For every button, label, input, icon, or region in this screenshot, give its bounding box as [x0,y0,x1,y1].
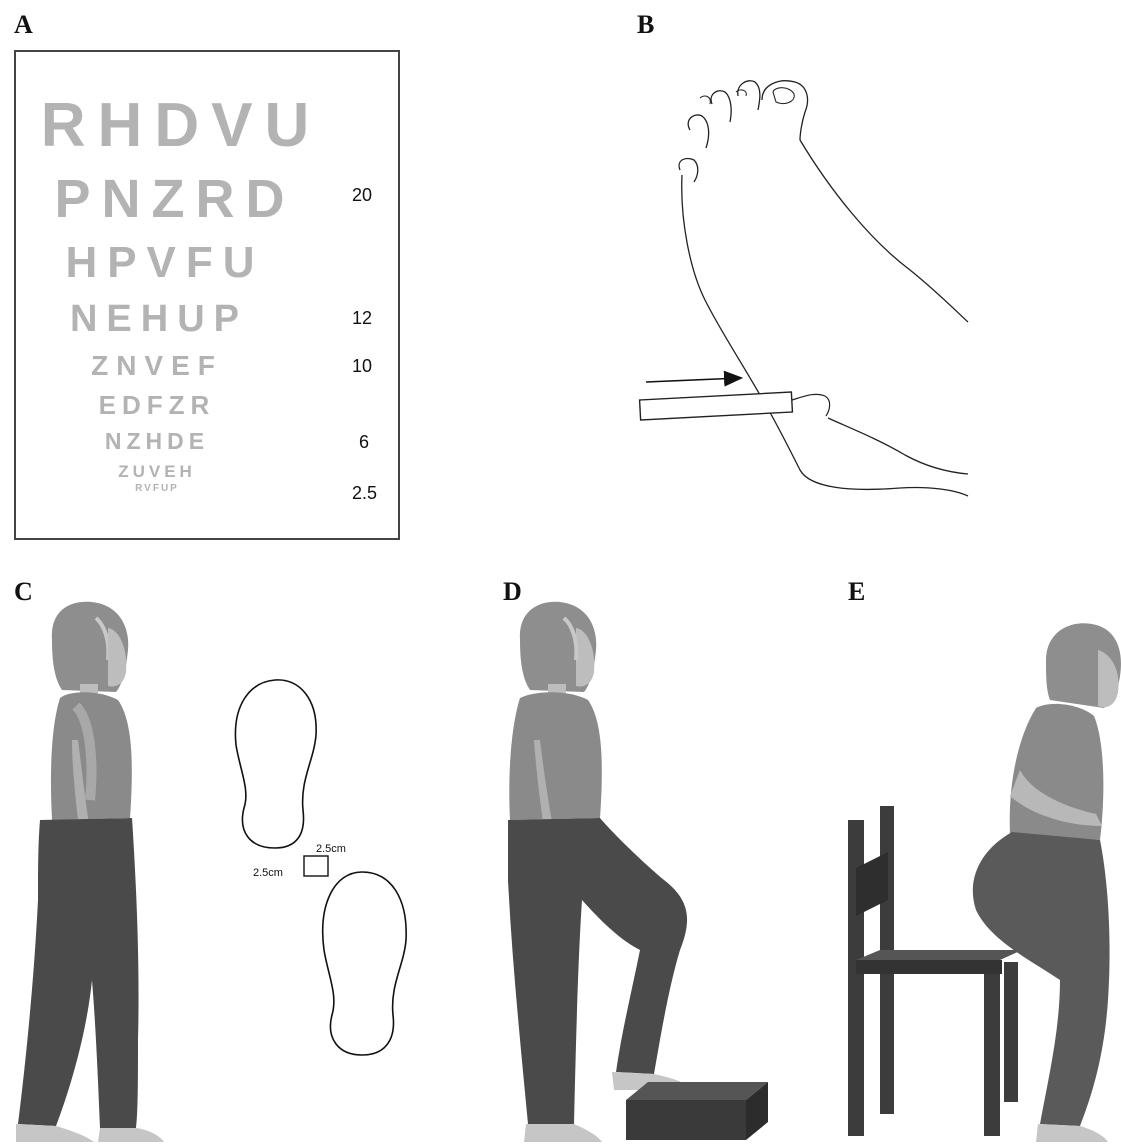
step-up-woman-figure [508,602,692,1142]
step-block [626,1082,768,1140]
dim-label-left: 2.5cm [253,867,283,879]
big-toe-icon [762,81,808,140]
standing-woman-figure [16,602,164,1142]
pants-icon [18,818,139,1128]
foot-sensation-test [640,81,968,496]
dim-label-top: 2.5cm [316,843,346,855]
toe-4-icon [688,115,708,148]
foot-top-outline-icon [800,140,968,322]
shirt-icon [509,692,602,820]
toe-2-icon [738,81,760,110]
feet-icon [16,1124,94,1142]
monofilament-handle [640,392,793,420]
feet-icon [1036,1124,1108,1142]
pressure-arrow-icon [646,378,740,382]
foot-outline-icon [682,175,968,496]
gap-square [304,856,328,876]
footprint-back-icon [235,680,316,848]
monofilament-fiber [792,394,830,416]
toe-3-icon [711,91,731,122]
footprint-front-icon [323,872,406,1055]
ankle-outline-icon [828,418,968,474]
